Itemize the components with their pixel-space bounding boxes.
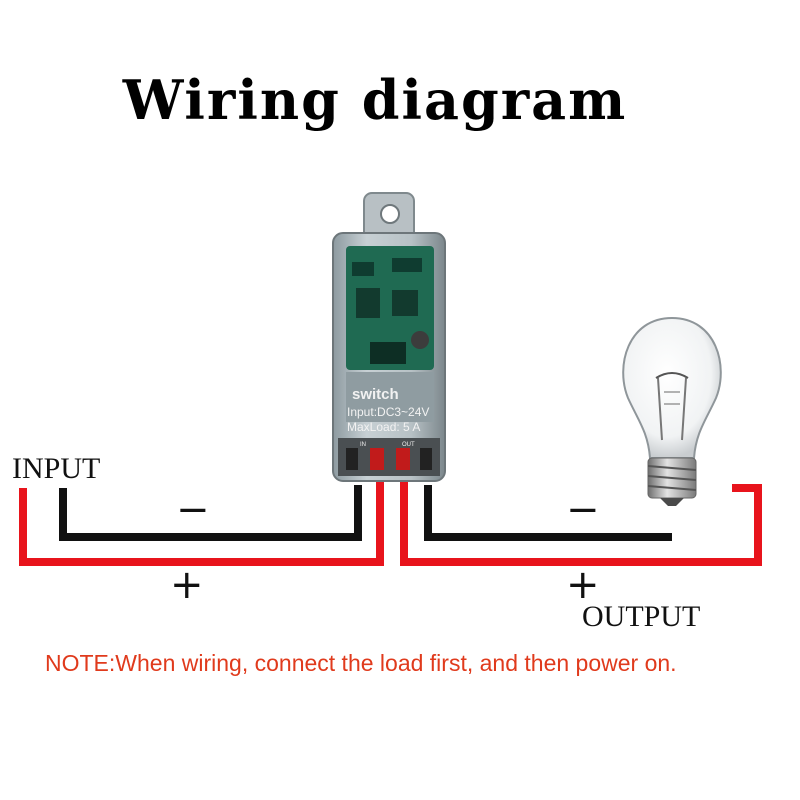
input-label: INPUT: [12, 452, 101, 485]
device-input-rating: Input:DC3~24V: [347, 405, 429, 419]
switch-module: switch Input:DC3~24V MaxLoad: 5 A IN OUT: [332, 192, 446, 482]
wiring-note: NOTE:When wiring, connect the load first…: [45, 650, 677, 676]
terminal-out-label: OUT: [402, 442, 415, 448]
light-bulb: [622, 316, 722, 506]
diagram-title: Wiring diagram: [122, 68, 628, 132]
output-negative-wire: [424, 485, 672, 541]
output-label: OUTPUT: [582, 600, 701, 633]
terminal-in-label: IN: [360, 442, 366, 448]
output-positive-wire: [400, 478, 762, 566]
device-name: switch: [352, 386, 399, 403]
output-minus-sign: −: [566, 487, 600, 533]
input-minus-sign: −: [176, 487, 210, 533]
input-plus-sign: +: [170, 562, 204, 608]
input-negative-wire: [59, 485, 362, 541]
input-positive-wire: [19, 478, 384, 566]
device-max-load: MaxLoad: 5 A: [347, 420, 420, 434]
output-plus-sign: +: [566, 562, 600, 608]
